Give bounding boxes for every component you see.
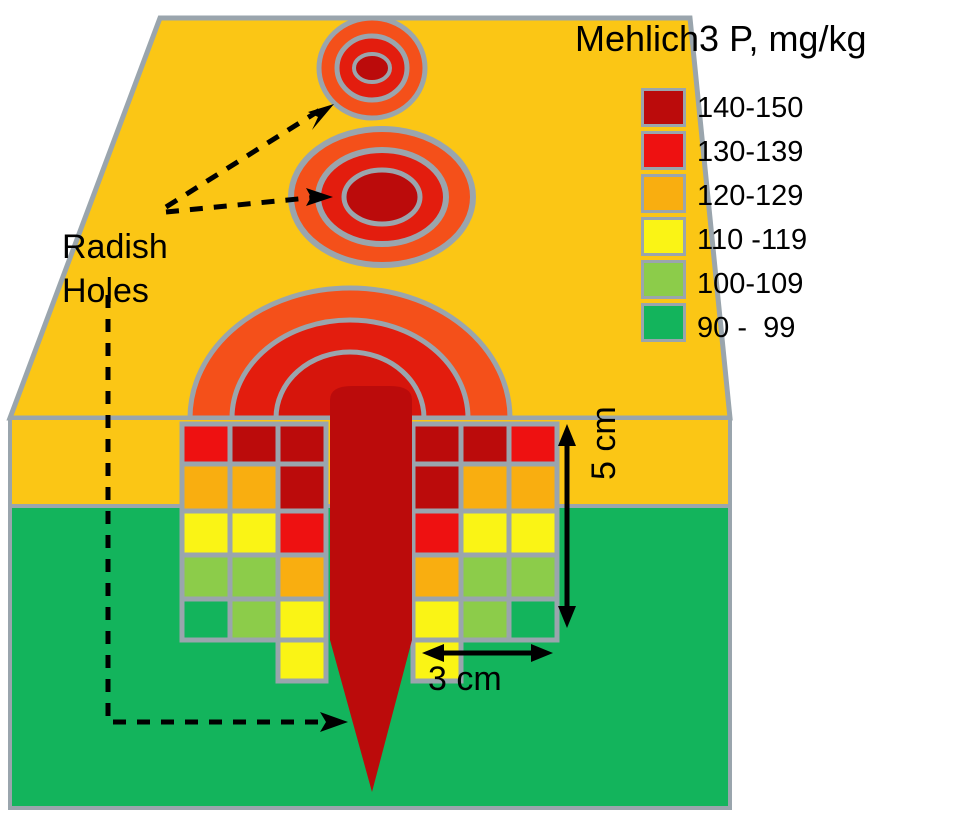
grid-cell xyxy=(275,508,329,558)
arrow-to-large-hole xyxy=(165,194,319,215)
legend-swatch-120-129 xyxy=(641,174,686,213)
legend-swatch-110-119 xyxy=(641,217,686,256)
grid-cell xyxy=(506,508,560,558)
grid-cell xyxy=(458,421,512,467)
scale-label-vertical: 5 cm xyxy=(585,406,623,480)
grid-cell xyxy=(458,508,512,558)
arrow-to-small-hole xyxy=(164,107,322,210)
annotation-arrowheads xyxy=(306,104,348,732)
legend-label-130-139: 130-139 xyxy=(697,136,804,168)
grid-cell xyxy=(275,552,329,602)
grid-cell xyxy=(410,508,464,558)
grid-cell xyxy=(410,596,464,643)
grid-cell xyxy=(275,461,329,514)
legend-label-90-99: 90 - 99 xyxy=(697,312,796,344)
grid-cell xyxy=(506,596,560,643)
grid-cell xyxy=(458,461,512,514)
scale-bar-vertical xyxy=(558,424,576,628)
grid-cell xyxy=(227,552,281,602)
scale-label-horizontal: 3 cm xyxy=(428,660,502,698)
grid-cell xyxy=(506,552,560,602)
legend-label-140-150: 140-150 xyxy=(697,92,804,124)
legend-swatch-130-139 xyxy=(641,131,686,170)
legend-label-100-109: 100-109 xyxy=(697,268,804,300)
legend-label-120-129: 120-129 xyxy=(697,180,804,212)
right-sample-grid xyxy=(410,421,560,684)
grid-cell xyxy=(179,596,233,643)
grid-cell xyxy=(227,421,281,467)
grid-cell xyxy=(410,637,464,684)
grid-cell xyxy=(179,461,233,514)
scale-bar-horizontal xyxy=(422,644,553,662)
grid-cell xyxy=(227,508,281,558)
grid-cell xyxy=(179,421,233,467)
grid-cell xyxy=(179,552,233,602)
grid-cell xyxy=(227,596,281,643)
legend-swatch-90-99 xyxy=(641,303,686,342)
grid-cell xyxy=(410,461,464,514)
grid-cell xyxy=(506,421,560,467)
annotation-arrows xyxy=(105,107,330,725)
left-sample-grid xyxy=(179,421,329,684)
grid-cell xyxy=(410,421,464,467)
grid-cell xyxy=(458,552,512,602)
grid-cell xyxy=(506,461,560,514)
legend-swatch-100-109 xyxy=(641,260,686,299)
grid-cell xyxy=(179,508,233,558)
radish-holes-label-line2: Holes xyxy=(62,272,149,310)
large-radish-hole-top-view xyxy=(288,126,476,268)
grid-cell xyxy=(275,421,329,467)
grid-cell xyxy=(410,552,464,602)
legend-title: Mehlich3 P, mg/kg xyxy=(575,18,867,59)
legend-swatch-140-150 xyxy=(641,88,686,127)
small-radish-hole-top-view xyxy=(316,15,428,121)
grid-cell xyxy=(227,461,281,514)
radish-taproot-core xyxy=(330,386,412,792)
grid-cell xyxy=(458,596,512,643)
grid-cell xyxy=(275,596,329,643)
radish-holes-label-line1: Radish xyxy=(62,228,168,266)
legend-label-110-119: 110 -119 xyxy=(697,224,808,256)
grid-cell xyxy=(275,637,329,684)
